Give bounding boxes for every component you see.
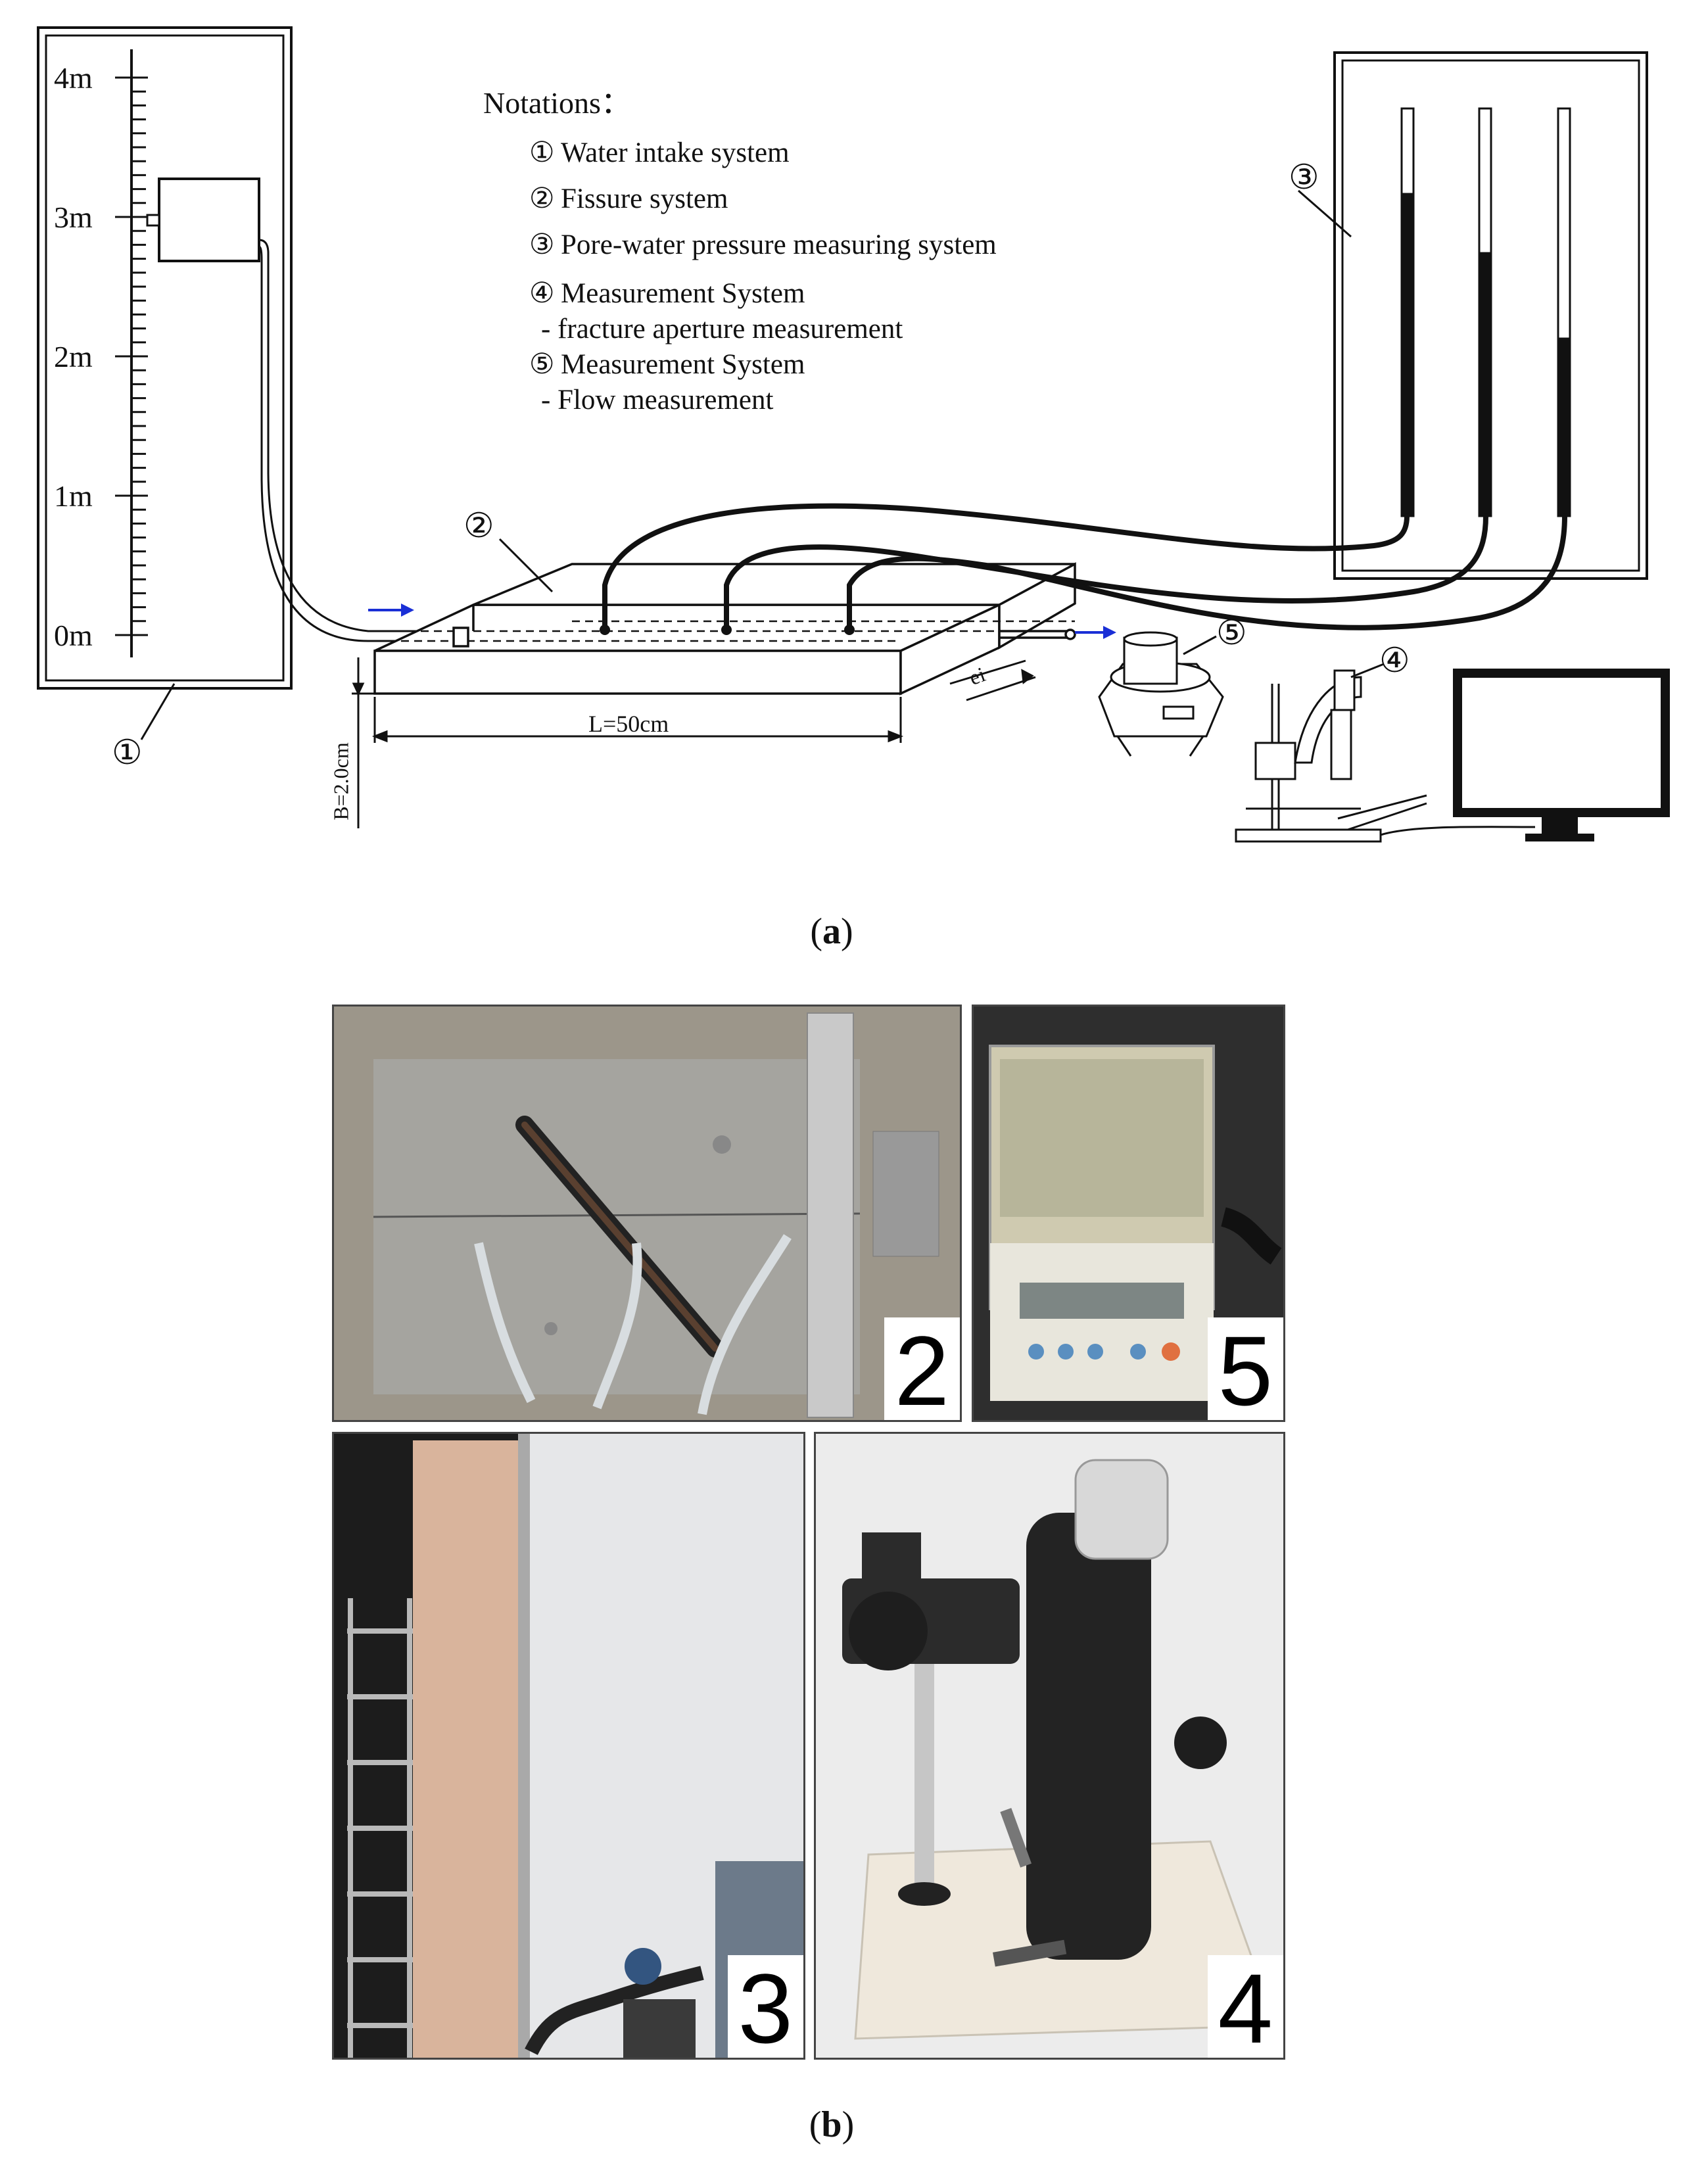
notation-text: Pore-water pressure measuring system bbox=[561, 229, 997, 260]
callout-3: ③ bbox=[1289, 159, 1319, 197]
photo-label-5: 5 bbox=[1207, 1317, 1283, 1420]
water-tank bbox=[146, 178, 260, 262]
photo-balance: 5 bbox=[972, 1005, 1285, 1422]
callout-1: ① bbox=[112, 734, 143, 772]
photo-label-3: 3 bbox=[727, 1955, 803, 2058]
notation-subtext: - Flow measurement bbox=[541, 385, 774, 415]
notations-title: Notations： bbox=[483, 86, 631, 120]
photo-microscope: 4 bbox=[814, 1432, 1285, 2060]
scale-label-1m: 1m bbox=[54, 479, 93, 513]
caption-a-letter: a bbox=[822, 911, 841, 952]
callout-4: ④ bbox=[1379, 642, 1410, 680]
monitor-drawing bbox=[1380, 669, 1670, 841]
scale-label-4m: 4m bbox=[54, 61, 93, 95]
scale-label-2m: 2m bbox=[54, 340, 93, 373]
pore-pressure-frame-inner bbox=[1341, 59, 1640, 572]
notation-number: ③ bbox=[529, 229, 555, 260]
photo-balance-illustration bbox=[974, 1006, 1283, 1420]
scale-label-0m: 0m bbox=[54, 619, 93, 652]
notation-text: Water intake system bbox=[561, 137, 790, 168]
caption-b-letter: b bbox=[821, 2104, 842, 2145]
water-intake-frame-outer bbox=[37, 26, 293, 690]
callout-leaders bbox=[140, 189, 1385, 740]
outflow-arrow bbox=[1075, 626, 1116, 639]
notation-number: ① bbox=[529, 137, 555, 168]
notation-subtext: - fracture aperture measurement bbox=[541, 314, 903, 344]
caption-b: (b) bbox=[809, 2104, 855, 2145]
inflow-arrow bbox=[368, 604, 414, 617]
photo-pressure-column: 3 bbox=[332, 1432, 805, 2060]
balance-drawing bbox=[1098, 631, 1224, 757]
callout-2: ② bbox=[463, 508, 494, 545]
photo-label-2: 2 bbox=[884, 1317, 960, 1420]
notation-number: ⑤ bbox=[529, 349, 555, 380]
notation-number: ② bbox=[529, 183, 555, 214]
photo-label-4: 4 bbox=[1207, 1955, 1283, 2058]
photo-fissure-illustration bbox=[334, 1006, 960, 1420]
notation-text: Fissure system bbox=[561, 183, 728, 214]
scale-label-3m: 3m bbox=[54, 201, 93, 234]
hose-ports bbox=[600, 625, 855, 635]
photo-fissure-system: 2 bbox=[332, 1005, 962, 1422]
microscope-drawing bbox=[1235, 669, 1427, 843]
water-intake-frame-inner bbox=[45, 34, 285, 682]
pressure-hoses bbox=[602, 503, 1567, 630]
dimension-lines bbox=[352, 657, 1036, 828]
photo-microscope-illustration bbox=[816, 1434, 1283, 2058]
intake-pipe bbox=[258, 239, 463, 642]
photo-column-illustration bbox=[334, 1434, 803, 2058]
fissure-box bbox=[373, 562, 1076, 696]
pore-pressure-frame-outer bbox=[1333, 51, 1648, 580]
notation-number: ④ bbox=[529, 278, 555, 309]
caption-a: (a) bbox=[810, 911, 853, 952]
ruler-ticks bbox=[115, 76, 148, 636]
callout-5: ⑤ bbox=[1216, 615, 1247, 652]
notation-text: Measurement System bbox=[561, 278, 805, 309]
length-label: L=50cm bbox=[588, 711, 669, 737]
width-label: B=2.0cm bbox=[329, 742, 353, 820]
manometer-tubes bbox=[1400, 107, 1571, 517]
schematic-diagram bbox=[37, 26, 1670, 843]
notation-text: Measurement System bbox=[561, 349, 805, 380]
